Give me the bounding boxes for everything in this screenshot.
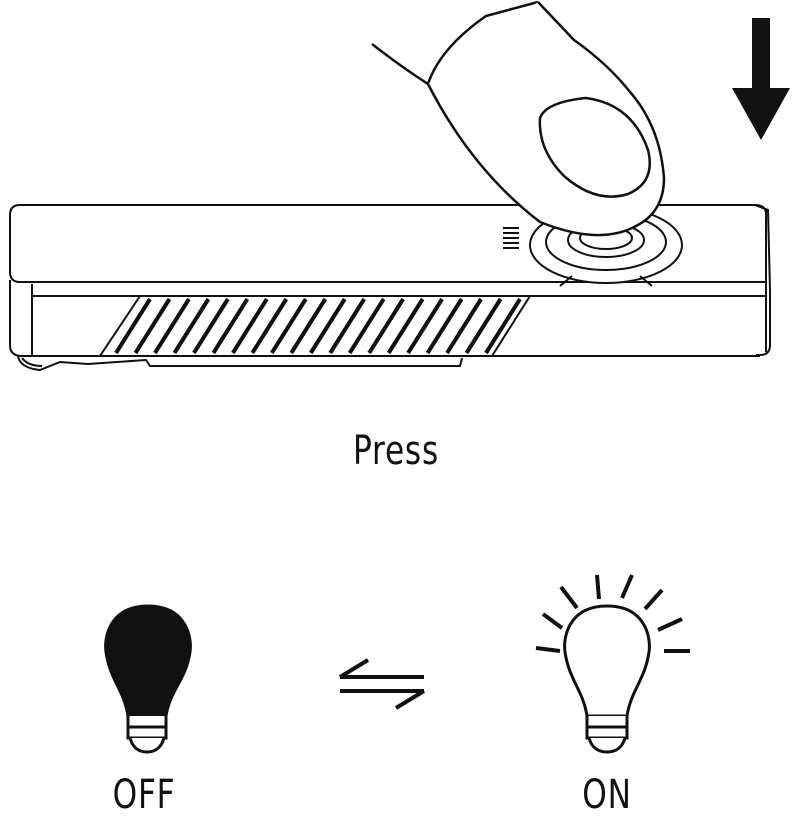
grip-stripe [486,299,520,353]
device-body [10,205,770,370]
grip-stripe [252,299,286,353]
grip-stripe [408,299,442,353]
grip-stripe [135,299,169,353]
on-label: ON [545,772,670,818]
press-label: Press [318,428,474,474]
grip-stripe [155,299,189,353]
grip-stripes [116,299,520,353]
grip-stripe [447,299,481,353]
grip-stripe [174,299,208,353]
grip-stripe [330,299,364,353]
grip-stripe [233,299,267,353]
grip-stripe [350,299,384,353]
grip-stripe [369,299,403,353]
grip-stripe [467,299,501,353]
off-label: OFF [82,772,207,818]
toggle-arrows-icon [340,660,424,708]
grip-stripe [311,299,345,353]
down-arrow-icon [732,18,790,140]
grip-stripe [272,299,306,353]
grip-stripe [213,299,247,353]
grip-stripe [291,299,325,353]
bulb-on-icon [565,606,650,752]
grip-stripe [428,299,462,353]
bulb-off-icon [106,606,191,752]
grip-stripe [194,299,228,353]
grip-stripe [389,299,423,353]
finger-press-icon [372,2,664,235]
